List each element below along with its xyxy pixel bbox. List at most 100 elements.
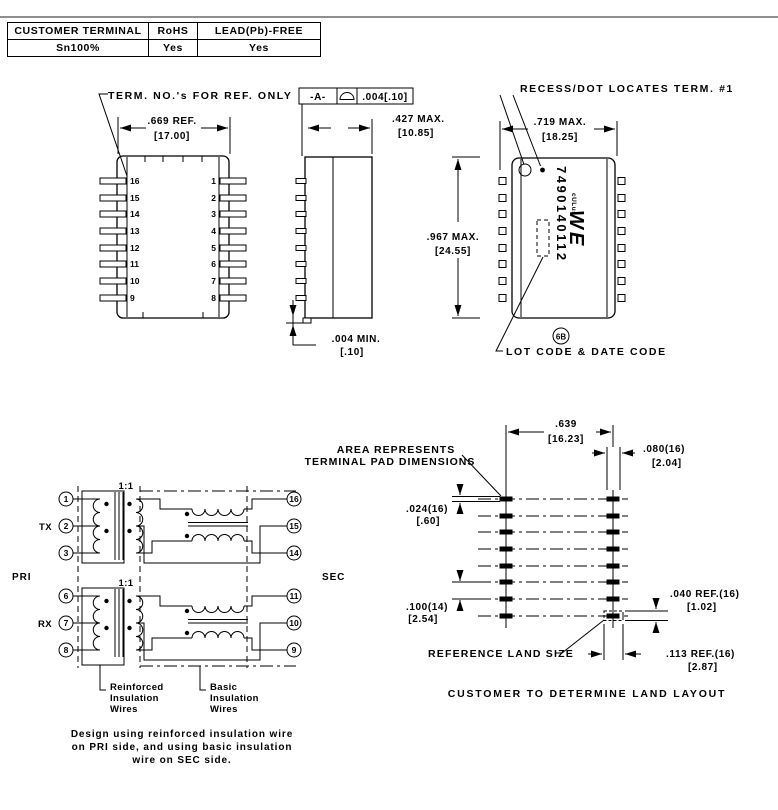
pad-height-dimension bbox=[452, 484, 500, 514]
part-marking: 7490140112 cULus WE bbox=[554, 166, 587, 263]
height-in: .967 MAX. bbox=[427, 232, 480, 243]
transformer-tx bbox=[73, 492, 287, 564]
svg-text:Basic: Basic bbox=[210, 682, 237, 693]
height-dimension: .967 MAX. [24.55] bbox=[427, 156, 480, 319]
standoff-in: .004 MIN. bbox=[332, 334, 381, 345]
svg-text:Wires: Wires bbox=[110, 704, 138, 715]
svg-text:14: 14 bbox=[130, 209, 140, 219]
side-body-outline bbox=[304, 156, 373, 319]
area-note-line1: AREA REPRESENTS bbox=[337, 444, 455, 456]
basic-label: Basic Insulation Wires bbox=[210, 682, 259, 715]
reference-land-leader bbox=[556, 619, 605, 654]
flatness-symbol-icon bbox=[339, 92, 355, 100]
top-body-outline bbox=[511, 157, 616, 319]
land-height-dimension bbox=[625, 598, 668, 633]
lot-code-box bbox=[536, 219, 550, 257]
recess-circle bbox=[518, 163, 532, 177]
svg-text:7: 7 bbox=[64, 618, 69, 628]
pitch-dimension bbox=[452, 570, 478, 611]
front-width-dimension bbox=[117, 117, 231, 154]
front-width-in: .669 REF. bbox=[147, 116, 196, 127]
svg-text:15: 15 bbox=[130, 193, 140, 203]
svg-text:wire on SEC side.: wire on SEC side. bbox=[131, 755, 231, 766]
svg-text:3: 3 bbox=[64, 548, 69, 558]
side-width-dimension bbox=[308, 119, 373, 154]
we-logo: WE bbox=[565, 210, 587, 248]
svg-text:16: 16 bbox=[289, 494, 299, 504]
svg-text:Insulation: Insulation bbox=[210, 693, 259, 704]
tx-label: TX bbox=[39, 522, 52, 533]
svg-text:8: 8 bbox=[64, 645, 69, 655]
compliance-table: CUSTOMER TERMINAL RoHS LEAD(Pb)-FREE Sn1… bbox=[7, 22, 321, 57]
pad-height-mm: [.60] bbox=[416, 516, 440, 527]
lot-code-label: LOT CODE & DATE CODE bbox=[506, 346, 667, 358]
svg-text:Reinforced: Reinforced bbox=[110, 682, 164, 693]
svg-text:7: 7 bbox=[211, 276, 216, 286]
terminal1-dot bbox=[540, 167, 545, 173]
svg-text:10: 10 bbox=[130, 276, 140, 286]
svg-text:13: 13 bbox=[130, 226, 140, 236]
reference-land-box bbox=[603, 610, 624, 621]
land-layout-footer: CUSTOMER TO DETERMINE LAND LAYOUT bbox=[448, 688, 727, 700]
ul-logo: cULus bbox=[570, 193, 577, 215]
land-width-in: .113 REF.(16) bbox=[666, 649, 735, 660]
svg-text:on PRI side, and using basic i: on PRI side, and using basic insulation bbox=[72, 742, 293, 753]
front-body-outline bbox=[116, 155, 230, 319]
side-view: -A- .004[.10] .427 MAX. [10.85] bbox=[286, 87, 445, 358]
pad-width-mm: [2.04] bbox=[652, 458, 682, 469]
badge-circle bbox=[552, 327, 570, 345]
side-pins bbox=[295, 178, 312, 324]
table-header-row: CUSTOMER TERMINAL RoHS LEAD(Pb)-FREE bbox=[7, 22, 321, 40]
recess-leaders bbox=[499, 94, 541, 167]
svg-text:11: 11 bbox=[290, 591, 299, 601]
design-note: Design using reinforced insulation wire … bbox=[71, 729, 293, 766]
recess-note-label: RECESS/DOT LOCATES TERM. #1 bbox=[520, 83, 734, 95]
value-customer-terminal: Sn100% bbox=[7, 39, 149, 57]
land-height-mm: [1.02] bbox=[687, 602, 717, 613]
standoff-dimension bbox=[286, 300, 316, 346]
ratio-bottom-label: 1:1 bbox=[119, 578, 134, 589]
svg-text:14: 14 bbox=[289, 548, 299, 558]
side-width-mm: [10.85] bbox=[398, 128, 434, 139]
land-width-mm: [2.87] bbox=[688, 662, 718, 673]
front-pins bbox=[99, 177, 247, 302]
land-centerlines bbox=[505, 425, 621, 628]
svg-text:12: 12 bbox=[130, 243, 140, 253]
land-height-in: .040 REF.(16) bbox=[670, 589, 740, 600]
span-mm: [16.23] bbox=[548, 434, 584, 445]
span-in: .639 bbox=[555, 419, 577, 430]
pad-height-in: .024(16) bbox=[406, 504, 448, 515]
part-number: 7490140112 bbox=[554, 166, 569, 263]
svg-text:11: 11 bbox=[130, 259, 139, 269]
svg-text:6: 6 bbox=[211, 259, 216, 269]
front-pin-numbers: 16 15 14 13 12 11 10 9 1 2 3 4 5 6 7 8 bbox=[130, 176, 216, 303]
svg-text:2: 2 bbox=[64, 521, 69, 531]
term-note-leader bbox=[98, 93, 128, 177]
pri-label: PRI bbox=[12, 572, 31, 583]
reference-land-label: REFERENCE LAND SIZE bbox=[428, 648, 574, 660]
transformer-rx bbox=[73, 589, 287, 661]
side-width-in: .427 MAX. bbox=[392, 114, 445, 125]
top-rule bbox=[0, 16, 778, 18]
schematic-pin-circles: 1 2 3 6 7 8 16 15 14 11 10 9 bbox=[58, 491, 302, 658]
term-note-label: TERM. NO.'s FOR REF. ONLY bbox=[108, 90, 292, 102]
svg-text:6: 6 bbox=[64, 591, 69, 601]
svg-text:9: 9 bbox=[292, 645, 297, 655]
svg-text:Insulation: Insulation bbox=[110, 693, 159, 704]
schematic: 1 2 3 6 7 8 16 15 14 11 10 9 1:1 1:1 TX … bbox=[12, 481, 344, 766]
top-width-mm: [18.25] bbox=[542, 132, 578, 143]
feature-control-frame bbox=[298, 87, 414, 156]
svg-text:1: 1 bbox=[211, 176, 216, 186]
pad-rows bbox=[478, 496, 628, 619]
svg-text:4: 4 bbox=[211, 226, 216, 236]
reinforced-label: Reinforced Insulation Wires bbox=[110, 682, 164, 715]
land-width-dimension bbox=[588, 624, 641, 660]
header-lead-free: LEAD(Pb)-FREE bbox=[197, 22, 321, 40]
svg-text:9: 9 bbox=[130, 293, 135, 303]
front-view: TERM. NO.'s FOR REF. ONLY .669 REF. [17.… bbox=[98, 90, 292, 319]
pad-width-in: .080(16) bbox=[643, 444, 685, 455]
svg-text:10: 10 bbox=[289, 618, 299, 628]
svg-text:5: 5 bbox=[211, 243, 216, 253]
